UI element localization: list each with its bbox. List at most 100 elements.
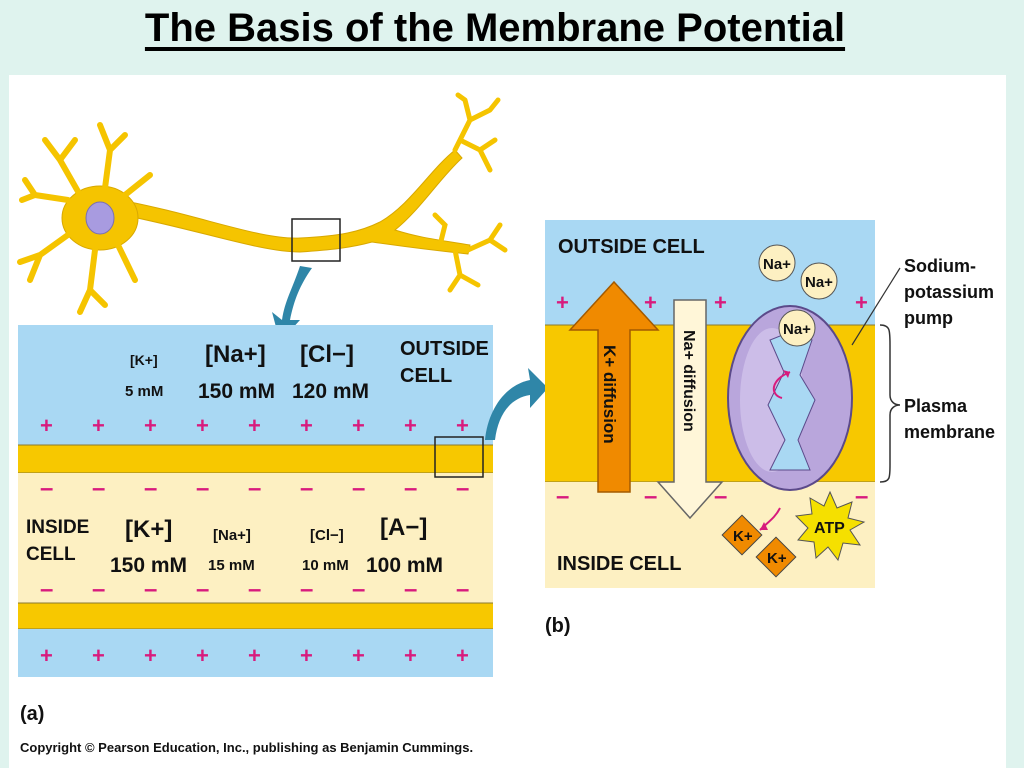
- ion-na-outside-label: [Na+]: [205, 341, 266, 368]
- ion-a-inside-conc: 100 mM: [366, 554, 443, 577]
- svg-text:Na+: Na+: [783, 321, 811, 338]
- panel-a-outside-fluid: [18, 325, 493, 445]
- na-ion-1: Na+: [758, 244, 796, 282]
- panel-a-membrane: [18, 325, 493, 677]
- svg-text:Na+: Na+: [805, 274, 833, 291]
- ion-k-outside-label: [K+]: [130, 352, 158, 368]
- zoom-box-axon: [291, 218, 341, 262]
- svg-text:+: +: [300, 643, 313, 668]
- neuron-nucleus: [85, 201, 115, 235]
- ion-cl-inside-conc: 10 mM: [302, 557, 349, 574]
- panel-a-minus-row-top: – – – – – – – – –: [40, 475, 469, 502]
- ion-cl-inside-label: [Cl−]: [310, 527, 344, 544]
- svg-text:+: +: [855, 290, 868, 315]
- svg-text:–: –: [40, 475, 53, 502]
- na-diffusion-arrow: [656, 299, 724, 520]
- panel-a-minus-row-bottom: – – – – – – – – –: [40, 576, 469, 603]
- zoom-arrow-a: [272, 266, 312, 342]
- svg-text:+: +: [404, 643, 417, 668]
- neuron-illustration: [17, 92, 508, 315]
- pump-label-line1: Sodium-: [904, 256, 976, 276]
- na-ion-2: Na+: [800, 262, 838, 300]
- membrane-label-line1: Plasma: [904, 396, 968, 416]
- ion-k-inside-label: [K+]: [125, 516, 172, 543]
- svg-text:Na+: Na+: [763, 256, 791, 273]
- svg-text:–: –: [556, 483, 569, 510]
- svg-text:+: +: [144, 413, 157, 438]
- panel-a-membrane-top: [18, 445, 493, 473]
- svg-text:+: +: [352, 643, 365, 668]
- na-ion-3: Na+: [778, 309, 816, 347]
- svg-text:+: +: [196, 643, 209, 668]
- pump-leader-line: [851, 267, 901, 346]
- ion-cl-outside-label: [Cl−]: [300, 341, 354, 368]
- k-ion-1: K+: [721, 514, 763, 556]
- svg-text:+: +: [714, 290, 727, 315]
- svg-text:+: +: [644, 290, 657, 315]
- svg-text:+: +: [248, 413, 261, 438]
- svg-text:–: –: [352, 475, 365, 502]
- svg-text:ATP: ATP: [814, 520, 845, 537]
- svg-text:–: –: [92, 576, 105, 603]
- svg-text:–: –: [144, 576, 157, 603]
- panel-b-plus-row: + + + +: [556, 290, 868, 315]
- svg-text:+: +: [92, 413, 105, 438]
- pump-label-line3: pump: [904, 308, 953, 328]
- panel-a-plus-row-bottom: + + + + + + + + +: [40, 643, 469, 668]
- svg-text:–: –: [855, 483, 868, 510]
- svg-text:–: –: [404, 576, 417, 603]
- k-ion-2: K+: [755, 536, 797, 578]
- ion-k-inside-conc: 150 mM: [110, 554, 187, 577]
- panel-a-outside-fluid-bottom: [18, 629, 493, 677]
- na-diffusion-label: Na+ diffusion: [680, 330, 697, 432]
- svg-text:+: +: [556, 290, 569, 315]
- svg-text:–: –: [300, 576, 313, 603]
- panel-b-outside-label: OUTSIDE CELL: [558, 236, 705, 258]
- page-title: The Basis of the Membrane Potential: [144, 6, 846, 50]
- svg-text:–: –: [144, 475, 157, 502]
- caption-a: (a): [20, 703, 44, 725]
- ion-na-outside-conc: 150 mM: [198, 380, 275, 403]
- sodium-potassium-pump: [727, 305, 853, 491]
- ion-a-inside-label: [A−]: [380, 514, 427, 541]
- svg-text:–: –: [92, 475, 105, 502]
- svg-text:+: +: [40, 413, 53, 438]
- svg-text:K+: K+: [767, 550, 787, 567]
- panel-a-plus-row-top: + + + + + + + + +: [40, 413, 469, 438]
- inside-cell-label-line1: INSIDE: [26, 517, 89, 538]
- svg-text:–: –: [300, 475, 313, 502]
- svg-text:–: –: [196, 576, 209, 603]
- svg-text:+: +: [300, 413, 313, 438]
- k-diffusion-arrow: [568, 280, 660, 493]
- neuron-dendrites-left: [17, 122, 153, 315]
- membrane-label-line2: membrane: [904, 422, 995, 442]
- svg-text:+: +: [248, 643, 261, 668]
- svg-text:+: +: [456, 413, 469, 438]
- svg-text:–: –: [404, 475, 417, 502]
- svg-text:–: –: [352, 576, 365, 603]
- zoom-box-membrane: [434, 436, 484, 478]
- neuron-terminal-upper: [452, 92, 501, 173]
- svg-text:–: –: [196, 475, 209, 502]
- svg-text:+: +: [40, 643, 53, 668]
- inside-cell-label-line2: CELL: [26, 544, 76, 565]
- svg-text:–: –: [40, 576, 53, 603]
- svg-text:–: –: [714, 483, 727, 510]
- membrane-brace: [879, 324, 901, 483]
- svg-text:–: –: [248, 475, 261, 502]
- svg-text:–: –: [644, 483, 657, 510]
- pump-label-line2: potassium: [904, 282, 994, 302]
- outside-cell-label-line1: OUTSIDE: [400, 338, 489, 360]
- svg-text:–: –: [456, 576, 469, 603]
- svg-text:+: +: [404, 413, 417, 438]
- atp-burst: ATP: [794, 490, 866, 562]
- svg-text:+: +: [196, 413, 209, 438]
- zoom-arrow-b: [485, 368, 548, 440]
- panel-a-inside-fluid: [18, 473, 493, 603]
- outside-cell-label-line2: CELL: [400, 365, 452, 387]
- panel-a-membrane-bottom: [18, 603, 493, 629]
- neuron-axon: [117, 149, 471, 255]
- svg-text:–: –: [456, 475, 469, 502]
- svg-text:+: +: [456, 643, 469, 668]
